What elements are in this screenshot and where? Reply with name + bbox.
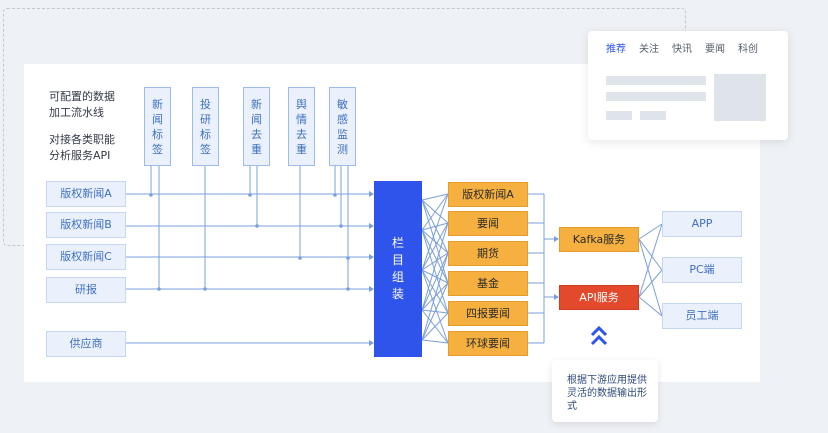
tab-tech[interactable]: 科创 bbox=[738, 44, 758, 55]
connector-line bbox=[421, 269, 449, 314]
client-app: APP bbox=[662, 211, 742, 237]
placeholder-tag bbox=[640, 111, 666, 120]
channel-headlines: 要闻 bbox=[448, 211, 528, 236]
connector-line bbox=[421, 269, 449, 344]
connector-line bbox=[421, 339, 449, 344]
intro-line-2: 加工流水线 bbox=[49, 106, 104, 119]
connector-line bbox=[421, 312, 449, 341]
connector-line bbox=[421, 252, 449, 341]
placeholder-thumbnail bbox=[714, 74, 766, 121]
connector-line bbox=[421, 252, 449, 311]
connector-line bbox=[421, 222, 449, 271]
connector-line bbox=[421, 222, 449, 231]
connector-line bbox=[421, 229, 449, 314]
intro-line-3: 对接各类职能 bbox=[49, 133, 115, 146]
intro-line-4: 分析服务API bbox=[49, 149, 111, 162]
arrow-head bbox=[554, 294, 559, 300]
placeholder-line bbox=[606, 92, 706, 101]
connector-line bbox=[638, 223, 663, 298]
kafka-service: Kafka服务 bbox=[559, 227, 639, 252]
processor-sensitive-monitor: 敏感监测 bbox=[329, 87, 356, 166]
channel-licensed-news-a: 版权新闻A bbox=[448, 182, 528, 207]
arrow-head bbox=[369, 254, 374, 260]
intro-line-1: 可配置的数据 bbox=[49, 90, 115, 103]
processor-news-dedup: 新闻去重 bbox=[243, 87, 270, 166]
connector-line bbox=[421, 193, 449, 271]
client-staff: 员工端 bbox=[662, 303, 742, 329]
connector-line bbox=[638, 238, 663, 317]
output-note-card: 根据下游应用提供灵活的数据输出形式 bbox=[552, 360, 658, 422]
connector-line bbox=[421, 193, 449, 201]
connector-line bbox=[421, 252, 449, 271]
arrow-head bbox=[369, 340, 374, 346]
placeholder-line bbox=[606, 76, 706, 85]
connector-line bbox=[638, 269, 663, 298]
output-note-text: 根据下游应用提供灵活的数据输出形式 bbox=[567, 375, 647, 412]
tab-headlines[interactable]: 要闻 bbox=[705, 44, 725, 55]
feed-tab-bar: 推荐 关注 快讯 要闻 科创 bbox=[606, 43, 771, 57]
source-licensed-news-b: 版权新闻B bbox=[46, 212, 126, 238]
placeholder-tag bbox=[606, 111, 632, 120]
tab-flash[interactable]: 快讯 bbox=[672, 44, 692, 55]
connector-line bbox=[421, 222, 449, 311]
processor-news-tag: 新闻标签 bbox=[144, 87, 171, 166]
connector-line bbox=[421, 229, 449, 254]
tab-recommended[interactable]: 推荐 bbox=[606, 44, 626, 55]
client-pc: PC端 bbox=[662, 257, 742, 283]
double-chevron-up-icon bbox=[590, 325, 608, 346]
column-assembly-block: 栏目组装 bbox=[374, 181, 422, 357]
connector-line bbox=[421, 282, 449, 341]
connector-line bbox=[421, 269, 449, 284]
connector-line bbox=[638, 223, 663, 240]
arrow-head bbox=[554, 236, 559, 242]
connector-line bbox=[638, 296, 663, 317]
processor-opinion-dedup: 舆情去重 bbox=[288, 87, 315, 166]
arrow-head bbox=[369, 223, 374, 229]
connector-line bbox=[421, 193, 449, 231]
source-research-report: 研报 bbox=[46, 277, 126, 303]
arrow-head bbox=[369, 286, 374, 292]
channel-futures: 期货 bbox=[448, 241, 528, 266]
source-licensed-news-a: 版权新闻A bbox=[46, 181, 126, 207]
connector-line bbox=[421, 229, 449, 284]
source-licensed-news-c: 版权新闻C bbox=[46, 244, 126, 270]
source-supplier: 供应商 bbox=[46, 331, 126, 357]
connector-line bbox=[638, 238, 663, 271]
api-service: API服务 bbox=[559, 285, 639, 310]
tab-following[interactable]: 关注 bbox=[639, 44, 659, 55]
processor-research-tag: 投研标签 bbox=[192, 87, 219, 166]
news-feed-preview: 推荐 关注 快讯 要闻 科创 bbox=[588, 31, 788, 140]
arrow-head bbox=[369, 191, 374, 197]
channel-four-papers: 四报要闻 bbox=[448, 301, 528, 326]
channel-global-news: 环球要闻 bbox=[448, 331, 528, 356]
channel-funds: 基金 bbox=[448, 271, 528, 296]
